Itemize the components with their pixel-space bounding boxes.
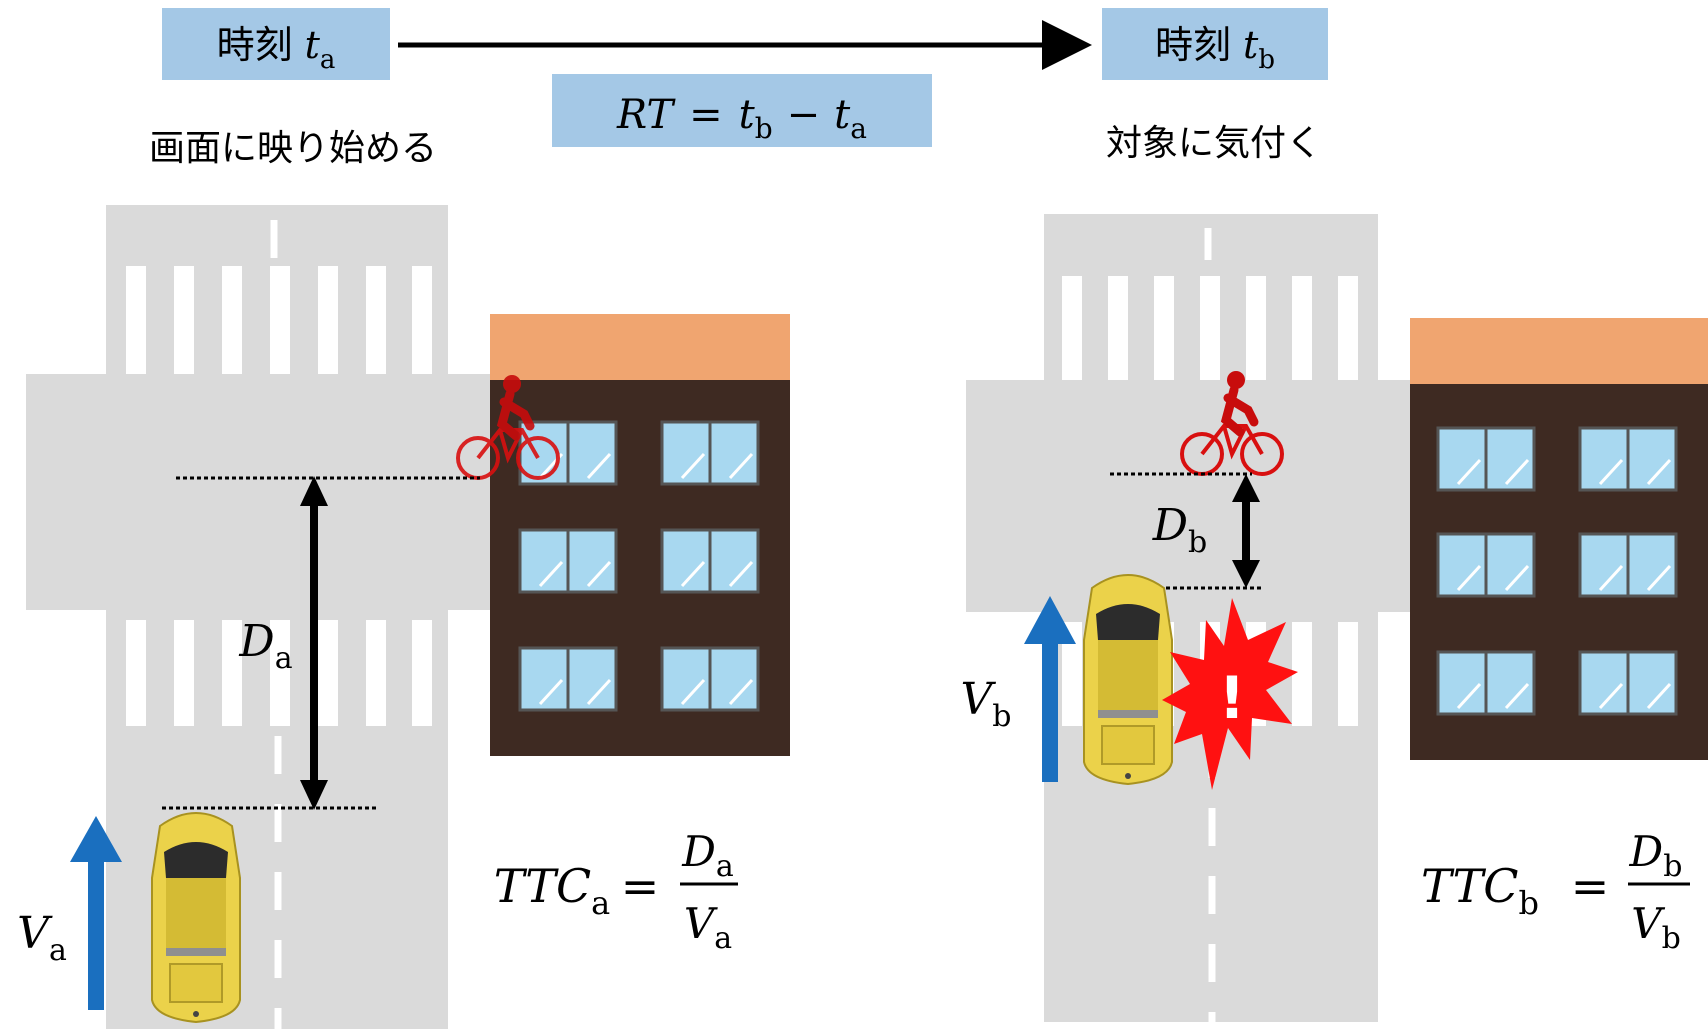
svg-text:Da: Da xyxy=(681,827,734,884)
time-b-label: 時刻 tb xyxy=(1102,8,1328,80)
building-b xyxy=(1410,318,1708,760)
alert-burst-icon: ! xyxy=(1162,598,1298,790)
rt-t2: t xyxy=(834,92,851,138)
rt-minus: − xyxy=(787,92,821,138)
speed-b-label: Vb xyxy=(961,674,1012,734)
svg-text:TTCb: TTCb xyxy=(1421,859,1539,922)
building-window xyxy=(660,646,760,712)
scene-a: Da Va TTCa = Da Va xyxy=(17,205,790,1029)
car-icon xyxy=(151,812,241,1023)
road-b xyxy=(966,214,1416,1022)
distance-a-sub: a xyxy=(275,641,293,676)
svg-text:Db: Db xyxy=(1629,827,1683,884)
distance-a-label: Da xyxy=(238,616,292,676)
building-window xyxy=(518,528,618,594)
ttc-b-num-var: D xyxy=(1629,827,1664,876)
rt-formula: RT=tb−ta xyxy=(552,74,932,147)
alert-symbol: ! xyxy=(1219,664,1245,732)
distance-a-arrow xyxy=(300,476,328,810)
time-b-sub: b xyxy=(1258,45,1275,75)
ttc-a-sub: a xyxy=(591,884,610,922)
building-window xyxy=(660,528,760,594)
car-icon xyxy=(1083,574,1173,785)
svg-text:RT=tb−ta: RT=tb−ta xyxy=(616,92,867,145)
rt-t1: t xyxy=(739,92,756,138)
building-window xyxy=(1578,426,1678,492)
ttc-a-formula: TTCa = Da Va xyxy=(494,827,738,956)
time-a-sub: a xyxy=(320,45,336,75)
svg-text:Va: Va xyxy=(684,899,732,956)
time-b-prefix: 時刻 xyxy=(1155,23,1231,67)
time-a-label: 時刻 ta xyxy=(162,8,390,80)
rt-eq: = xyxy=(689,92,723,138)
rt-sub-b: b xyxy=(755,112,773,145)
speed-b-sub: b xyxy=(992,699,1011,734)
building-window xyxy=(1436,650,1536,716)
ttc-b-sub: b xyxy=(1518,884,1538,922)
distance-b-arrow xyxy=(1232,474,1260,588)
speed-b-arrow xyxy=(1024,596,1076,782)
caption-b: 対象に気付く xyxy=(1106,123,1322,164)
time-b-var: t xyxy=(1243,23,1259,67)
ttc-b-num-sub: b xyxy=(1663,849,1682,884)
building-window xyxy=(1578,532,1678,598)
svg-text:TTCa: TTCa xyxy=(494,859,611,922)
ttc-a-num-var: D xyxy=(681,827,716,876)
caption-a: 画面に映り始める xyxy=(149,128,437,169)
speed-a-var: V xyxy=(17,908,53,959)
rt-lhs: RT xyxy=(616,92,676,138)
distance-b-var: D xyxy=(1152,500,1188,551)
building-window xyxy=(1436,426,1536,492)
speed-a-sub: a xyxy=(49,933,67,968)
distance-a-var: D xyxy=(238,616,274,667)
building-window xyxy=(1436,532,1536,598)
rt-sub-a: a xyxy=(850,112,867,145)
ttc-b-eq: = xyxy=(1571,859,1610,913)
speed-a-arrow xyxy=(70,816,122,1010)
speed-b-var: V xyxy=(961,674,997,725)
ttc-b-den-sub: b xyxy=(1662,921,1681,956)
ttc-a-num-sub: a xyxy=(716,849,734,884)
time-a-prefix: 時刻 xyxy=(217,23,293,67)
ttc-a-den-sub: a xyxy=(714,921,732,956)
building-window xyxy=(660,420,760,486)
distance-b-label: Db xyxy=(1152,500,1208,560)
building-window xyxy=(1578,650,1678,716)
speed-a-label: Va xyxy=(17,908,67,968)
building-window xyxy=(518,646,618,712)
ttc-b-den-var: V xyxy=(1631,899,1665,948)
building-a xyxy=(490,314,790,756)
time-a-var: t xyxy=(305,23,321,67)
ttc-a-var: TTC xyxy=(494,859,591,913)
ttc-b-var: TTC xyxy=(1421,859,1518,913)
ttc-a-den-var: V xyxy=(684,899,718,948)
distance-b-sub: b xyxy=(1188,525,1207,560)
scene-b: Db ! Vb TTCb = Db Vb xyxy=(961,214,1708,1022)
ttc-b-formula: TTCb = Db Vb xyxy=(1421,827,1690,956)
ttc-a-eq: = xyxy=(621,859,660,913)
svg-text:Vb: Vb xyxy=(1631,899,1681,956)
